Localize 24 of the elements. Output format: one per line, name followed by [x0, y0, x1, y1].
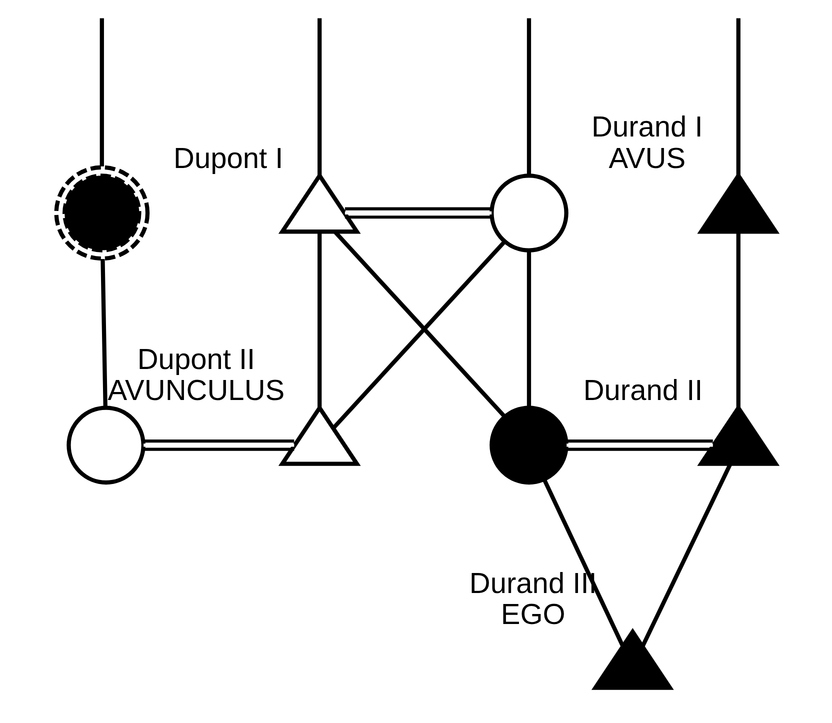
connector — [736, 18, 740, 176]
connector — [640, 464, 732, 647]
connector — [100, 258, 108, 408]
node-label: Dupont I — [174, 142, 284, 175]
node-circle — [54, 165, 150, 261]
connector — [100, 18, 104, 166]
node-circle — [490, 406, 568, 485]
node-label: AVUNCULUS — [108, 374, 285, 407]
connector — [318, 232, 322, 408]
connector — [526, 18, 532, 176]
node-label: EGO — [500, 598, 566, 631]
connector — [318, 18, 322, 176]
connector — [144, 439, 294, 451]
node-label: AVUS — [608, 142, 686, 175]
node-label: Durand I — [592, 112, 703, 144]
connector — [542, 478, 625, 648]
node-label: Durand II — [583, 374, 703, 407]
connector — [526, 250, 532, 408]
node-circle — [490, 174, 568, 252]
connector — [344, 207, 492, 219]
node-circle — [66, 406, 146, 485]
connector — [736, 232, 740, 408]
node-label: Dupont II — [137, 344, 256, 376]
connector — [566, 439, 713, 451]
